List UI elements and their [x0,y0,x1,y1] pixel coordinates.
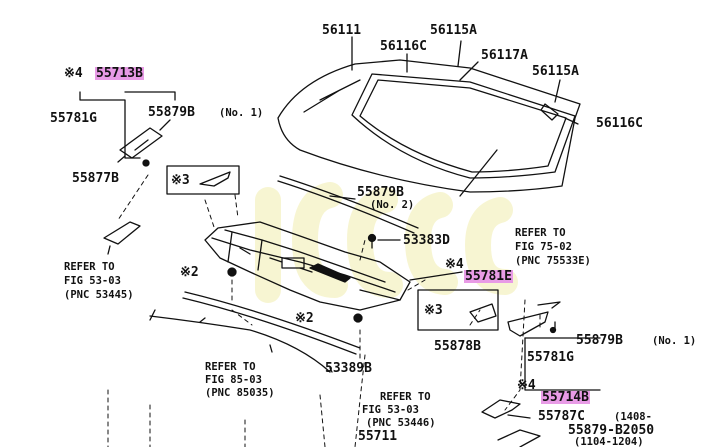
label-55713b: 55713B [95,66,144,81]
refer-85-line1: REFER TO [205,361,256,373]
label-56117a: 56117A [481,48,528,63]
label-55879b-no1-left: 55879B [148,105,195,120]
refer-53-bottom-line2: FIG 53-03 [362,404,419,416]
label-56115a-top: 56115A [430,23,477,38]
refer-75-line2: FIG 75-02 [515,241,572,253]
label-55781e: 55781E [464,269,513,284]
refer-85-line2: FIG 85-03 [205,374,262,386]
marker-4-b: ※4 [445,257,464,272]
label-no2: (No. 2) [370,199,415,211]
refer-75-line3: (PNC 75533E) [515,255,591,267]
marker-2-a: ※2 [180,265,199,280]
clip-56116c [540,103,559,121]
seal-55879b-no2 [279,175,419,229]
windshield-glass [277,59,581,193]
refer-53-left-line2: FIG 53-03 [64,275,121,287]
clip-55879b-left [119,127,163,159]
marker-4-c: ※4 [517,378,536,393]
label-53389b: 53389B [325,361,372,376]
label-55711: 55711 [358,429,398,444]
label-55879b-no2: 55879B [357,185,404,200]
windshield-frame [351,73,576,179]
marker-4-a: ※4 [64,66,83,81]
inset-box-3-right [417,289,499,331]
label-56116c-right: 56116C [596,116,643,131]
label-no1-left: (No. 1) [219,107,264,119]
label-55787c: 55787C [538,409,585,424]
label-56115a-right: 56115A [532,64,579,79]
label-55878b: 55878B [434,339,481,354]
refer-75-line1: REFER TO [515,227,566,239]
label-55877b: 55877B [72,171,119,186]
marker-3-b: ※3 [424,303,443,318]
label-55879b-no1-right: 55879B [576,333,623,348]
label-55879-b2050-range: (1104-1204) [574,436,644,447]
marker-2-b: ※2 [295,311,314,326]
label-no1-right: (No. 1) [652,335,697,347]
refer-53-bottom-line3: (PNC 53446) [366,417,436,429]
label-56116c-top: 56116C [380,39,427,54]
cowl-panel [204,221,411,311]
label-55781g-left: 55781G [50,111,97,126]
refer-53-bottom-line1: REFER TO [380,391,431,403]
watermark [255,182,518,303]
label-55714b: 55714B [541,390,590,405]
refer-53-left-line1: REFER TO [64,261,115,273]
label-53383d: 53383D [403,233,450,248]
refer-85-line3: (PNC 85035) [205,387,275,399]
label-55781g-right: 55781G [527,350,574,365]
marker-3-a: ※3 [171,173,190,188]
label-56111: 56111 [322,23,362,38]
label-55787c-range: (1408- [614,411,652,423]
hood-seal [184,291,361,349]
inset-box-3 [166,165,240,195]
label-55879-b2050: 55879-B2050 [568,423,655,438]
refer-53-left-line3: (PNC 53445) [64,289,134,301]
